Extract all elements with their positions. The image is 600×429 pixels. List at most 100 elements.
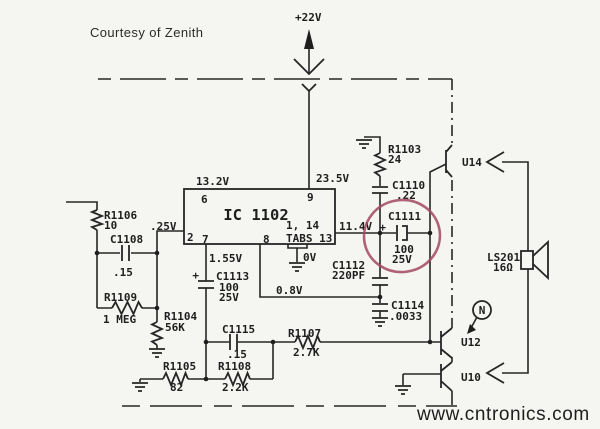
part-ref: LS201 <box>487 251 520 264</box>
credit-text: Courtesy of Zenith <box>90 25 203 40</box>
supply-label: +22V <box>295 11 322 24</box>
wire-network <box>66 45 529 407</box>
transistor-symbol <box>440 361 453 392</box>
part-ref: C1111 <box>388 210 421 223</box>
ic-pin6: 6 <box>201 193 208 206</box>
capacitor-symbol <box>372 303 388 312</box>
part-ref: C1110 <box>392 179 425 192</box>
n-label: N <box>479 304 486 317</box>
ground-symbol <box>149 348 165 358</box>
part-value: .15 <box>227 348 247 361</box>
resistor-symbol <box>162 370 189 388</box>
part-value: 82 <box>170 381 183 394</box>
transistor-u10: U10 <box>395 361 505 395</box>
capacitor-c1111: + C1111 100 25V <box>379 210 421 266</box>
resistor-r1103: R1103 24 <box>356 139 421 177</box>
part-ref: R1104 <box>164 310 197 323</box>
resistor-symbol <box>294 333 321 351</box>
junction-dot <box>203 376 209 382</box>
capacitor-c1108: C1108 .15 <box>110 233 143 279</box>
ic-body <box>183 188 336 245</box>
capacitor-c1114: C1114 .0033 <box>372 299 424 327</box>
capacitor-symbol <box>372 186 388 194</box>
part-ref: C1113 <box>216 270 249 283</box>
part-ref: R1107 <box>288 327 321 340</box>
capacitor-symbol <box>396 225 408 241</box>
emitter-arrow-icon <box>485 151 505 173</box>
ground-symbol <box>356 139 372 149</box>
part-value: 2.2K <box>222 381 249 394</box>
voltage-pin2: .25V <box>150 220 177 233</box>
up-arrow-icon <box>304 29 314 49</box>
part-ref: R1108 <box>218 360 251 373</box>
voltage-pin9: 23.5V <box>316 172 349 185</box>
transistor-u14: U14 <box>445 144 505 178</box>
junction-dot <box>154 250 160 256</box>
voltage-tabs: 0V <box>303 251 317 264</box>
resistor-symbol <box>224 370 251 388</box>
voltage-pin6: 13.2V <box>196 175 229 188</box>
ic-tabs-label: TABS 13 <box>286 232 332 245</box>
part-value: 16Ω <box>493 261 513 274</box>
part-ref: R1103 <box>388 143 421 156</box>
transistor-label: U14 <box>462 156 482 169</box>
part-value: 56K <box>165 321 185 334</box>
ground-symbol <box>289 262 305 272</box>
interconnect-chevron-small <box>301 83 317 93</box>
resistor-symbol <box>149 321 165 346</box>
resistor-r1109: R1109 1 MEG <box>103 291 143 326</box>
part-rating: 25V <box>392 253 412 266</box>
ground-symbol <box>132 382 148 392</box>
solid-wires <box>66 45 529 405</box>
capacitor-c1113: + C1113 100 25V <box>192 269 249 304</box>
part-ref: R1105 <box>163 360 196 373</box>
part-rating: 25V <box>219 291 239 304</box>
junction-dot <box>427 339 433 345</box>
n-pointer-badge: N <box>467 300 492 334</box>
part-value: 220PF <box>332 269 365 282</box>
part-ref: R1106 <box>104 209 137 222</box>
capacitor-symbol <box>198 280 214 289</box>
supply-entry: +22V <box>293 11 325 93</box>
part-ref: C1114 <box>391 299 424 312</box>
junction-dot <box>94 250 100 256</box>
junction-dot <box>377 230 383 236</box>
resistor-symbol <box>111 299 143 317</box>
part-ref: C1115 <box>222 323 255 336</box>
transistor-symbol <box>445 144 453 178</box>
speaker-cone <box>532 239 549 281</box>
junction-dot <box>270 339 276 345</box>
resistor-r1108: R1108 2.2K <box>218 360 251 394</box>
watermark-text: www.cntronics.com <box>416 404 590 425</box>
capacitor-symbol <box>229 334 238 350</box>
ic-name: IC 1102 <box>223 206 288 224</box>
polarity-plus: + <box>379 221 386 234</box>
transistor-label: U12 <box>461 336 481 349</box>
emitter-arrow-icon <box>485 362 505 384</box>
ic-tabs-pins: 1, 14 <box>286 219 319 232</box>
resistor-symbol <box>372 152 388 177</box>
junction-dot <box>203 339 209 345</box>
capacitor-c1115: C1115 .15 <box>222 323 255 361</box>
part-value: 100 <box>394 243 414 256</box>
resistor-r1106: R1106 10 <box>89 209 137 232</box>
part-ref: C1112 <box>332 259 365 272</box>
transistor-u12: U12 <box>440 327 481 359</box>
ic-pin7: 7 <box>202 233 209 246</box>
part-value: .15 <box>113 266 133 279</box>
resistor-symbol <box>89 209 105 231</box>
speaker-body <box>520 250 534 270</box>
speaker-ls201: LS201 16Ω <box>487 239 549 281</box>
ic-1102: IC 1102 6 9 2 7 8 1, 14 TABS 13 13.2V 23… <box>150 172 372 297</box>
part-ref: C1108 <box>110 233 143 246</box>
resistor-r1104: R1104 56K <box>149 310 197 358</box>
part-value: 1 MEG <box>103 313 136 326</box>
ic-pin9: 9 <box>307 191 314 204</box>
voltage-pin8: 0.8V <box>276 284 303 297</box>
pointer-arrowhead-icon <box>467 324 476 334</box>
part-value: 10 <box>104 219 117 232</box>
highlight-circle-annotation <box>362 198 442 274</box>
ic-pin2: 2 <box>187 231 194 244</box>
